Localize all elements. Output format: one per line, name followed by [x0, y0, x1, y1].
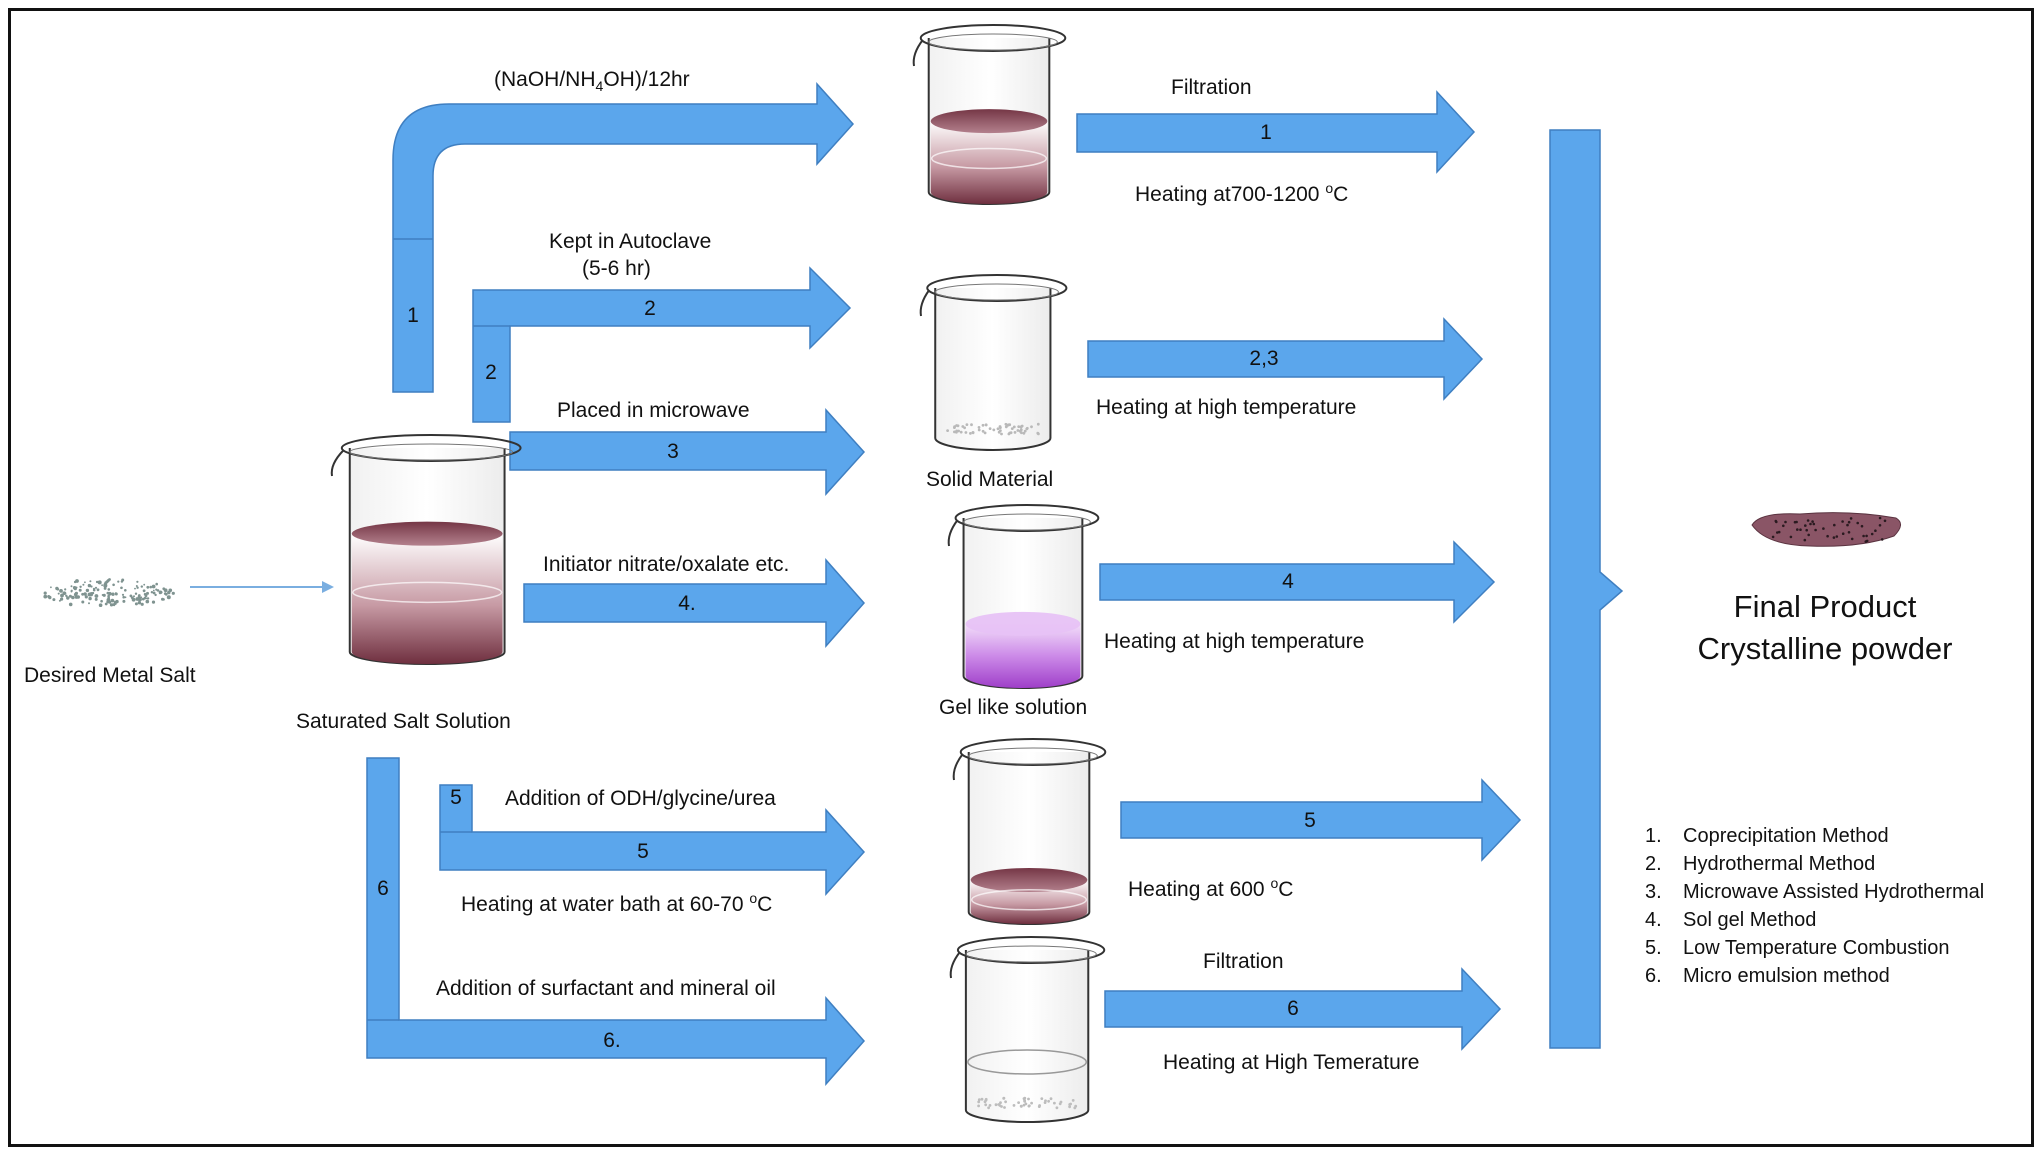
route-5-addition-label: Addition of ODH/glycine/urea — [505, 787, 776, 810]
legend-item: 6. Micro emulsion method — [1645, 962, 1984, 990]
route-2-branch-number: 2 — [485, 361, 497, 384]
legend-item: 4. Sol gel Method — [1645, 906, 1984, 934]
heating-arrow-6 — [1104, 967, 1502, 1051]
beaker-gel — [947, 504, 1100, 689]
final-product-line-1: Final Product — [1733, 589, 1917, 624]
legend-item-label: Sol gel Method — [1683, 909, 1817, 931]
legend-item-label: Micro emulsion method — [1683, 965, 1890, 987]
legend-item-number: 4. — [1645, 909, 1662, 931]
route-6-branch-number: 6 — [377, 877, 389, 900]
route-2-arrow-number: 2 — [644, 297, 656, 320]
route-2-autoclave-label: Kept in Autoclave — [549, 230, 712, 253]
route-3-arrow — [509, 408, 866, 496]
saturated-salt-solution-label: Saturated Salt Solution — [296, 710, 511, 733]
route-4-initiator-label: Initiator nitrate/oxalate etc. — [543, 553, 790, 576]
heating-arrow-5 — [1120, 778, 1522, 862]
method-legend: 1. Coprecipitation Method 2. Hydrothermal M… — [1645, 822, 1984, 990]
legend-item-label: Hydrothermal Method — [1683, 853, 1876, 875]
route-6-heating-label: Heating at High Temerature — [1163, 1051, 1420, 1074]
route-6-arrow-number: 6. — [603, 1029, 621, 1052]
metal-salt-grains — [43, 578, 175, 607]
route-5-branch-number: 5 — [450, 786, 462, 809]
final-product-title: Final Product Crystalline powder — [1665, 586, 1985, 670]
route-1-step-number: 1 — [1260, 121, 1272, 144]
legend-item-number: 3. — [1645, 881, 1662, 903]
legend-item-number: 1. — [1645, 825, 1662, 847]
legend-item-number: 6. — [1645, 965, 1662, 987]
beaker-salt-solution — [330, 434, 522, 665]
salt-to-solution-arrow — [190, 581, 334, 593]
beaker-combustion — [952, 738, 1107, 925]
route-6-filtration-label: Filtration — [1203, 950, 1284, 973]
collector-arrow — [1549, 129, 1624, 1049]
route-4-arrow-number: 4. — [678, 592, 696, 615]
route-6-l-arrow — [366, 757, 866, 1086]
route-5-l-arrow — [439, 784, 866, 896]
diagram-frame — [8, 8, 2034, 1147]
legend-item-label: Coprecipitation Method — [1683, 825, 1889, 847]
legend-item-number: 5. — [1645, 937, 1662, 959]
route-5-water-bath-label: Heating at water bath at 60-70 oC — [461, 890, 773, 916]
beaker-solid-material — [919, 274, 1068, 451]
route-6-addition-label: Addition of surfactant and mineral oil — [436, 977, 776, 1000]
route-1-reagent-label: (NaOH/NH4OH)/12hr — [494, 68, 690, 95]
heating-arrow-23 — [1087, 317, 1484, 401]
route-3-microwave-label: Placed in microwave — [557, 399, 750, 422]
route-2-l-arrow — [472, 266, 852, 423]
route-4-heating-label: Heating at high temperature — [1104, 630, 1365, 653]
legend-item-label: Low Temperature Combustion — [1683, 937, 1950, 959]
route-5-step-number: 5 — [1304, 809, 1316, 832]
legend-item: 1. Coprecipitation Method — [1645, 822, 1984, 850]
legend-item: 3. Microwave Assisted Hydrothermal — [1645, 878, 1984, 906]
route-4-step-number: 4 — [1282, 570, 1294, 593]
heating-arrow-4 — [1099, 540, 1496, 624]
route-3-arrow-number: 3 — [667, 440, 679, 463]
final-powder — [1751, 512, 1901, 547]
route-23-heating-label: Heating at high temperature — [1096, 396, 1357, 419]
legend-item-number: 2. — [1645, 853, 1662, 875]
route-23-step-number: 2,3 — [1249, 347, 1279, 370]
solid-material-label: Solid Material — [926, 468, 1054, 491]
route-4-arrow — [523, 558, 866, 648]
route-1-filtration-label: Filtration — [1171, 76, 1252, 99]
legend-item-label: Microwave Assisted Hydrothermal — [1683, 881, 1985, 903]
route-6-step-number: 6 — [1287, 997, 1299, 1020]
gel-like-solution-label: Gel like solution — [939, 696, 1088, 719]
route-1-elbow-arrow — [392, 82, 855, 393]
route-5-heating-label: Heating at 600 oC — [1128, 875, 1294, 901]
legend-item: 5. Low Temperature Combustion — [1645, 934, 1984, 962]
route-1-heating-label: Heating at700-1200 oC — [1135, 180, 1349, 206]
beaker-coprecipitation — [912, 24, 1067, 205]
heating-arrow-1 — [1076, 90, 1476, 174]
route-2-duration-label: (5-6 hr) — [582, 257, 651, 280]
final-product-line-2: Crystalline powder — [1697, 631, 1953, 666]
route-1-branch-number: 1 — [407, 304, 419, 327]
beaker-micro-emulsion — [949, 936, 1106, 1123]
legend-item: 2. Hydrothermal Method — [1645, 850, 1984, 878]
route-5-arrow-number: 5 — [637, 840, 649, 863]
desired-metal-salt-label: Desired Metal Salt — [24, 664, 196, 687]
